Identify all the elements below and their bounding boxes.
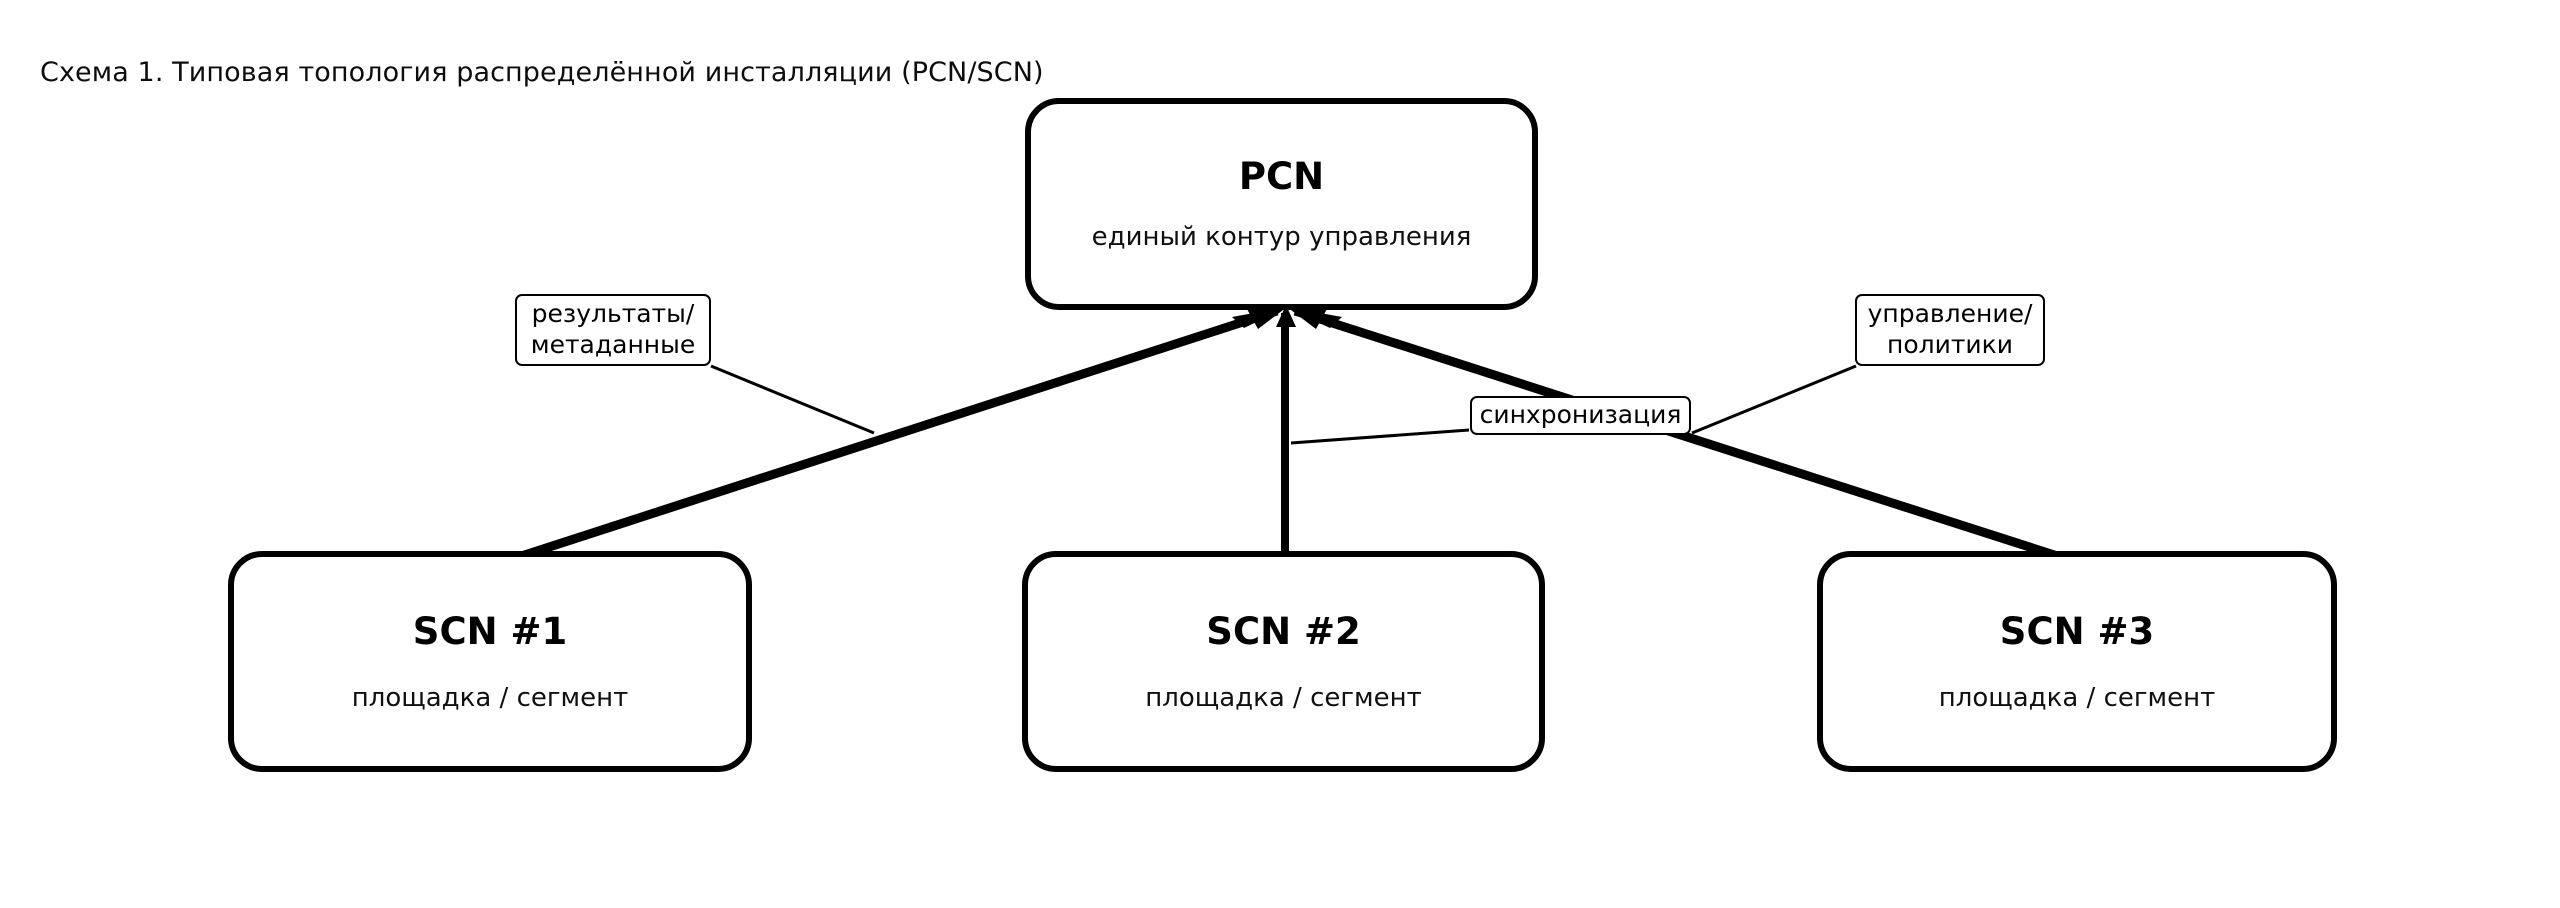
node-scn3-title: SCN #3 — [1999, 609, 2155, 653]
leader-sync-label — [1290, 428, 1470, 445]
node-scn1[interactable]: SCN #1 площадка / сегмент — [228, 551, 752, 772]
node-scn2-subtitle: площадка / сегмент — [1145, 682, 1422, 713]
leader-results-label — [710, 364, 875, 435]
edge-label-synchronization: синхронизация — [1470, 396, 1691, 435]
node-scn3-subtitle: площадка / сегмент — [1938, 682, 2216, 713]
edge-label-management-policies: управление/ политики — [1855, 294, 2045, 366]
node-scn2[interactable]: SCN #2 площадка / сегмент — [1022, 551, 1545, 772]
edge-label-results-metadata: результаты/ метаданные — [515, 294, 711, 366]
node-scn1-subtitle: площадка / сегмент — [351, 682, 629, 713]
leader-policies-label — [1691, 364, 1857, 435]
node-scn1-title: SCN #1 — [412, 609, 568, 653]
node-pcn-subtitle: единый контур управления — [1091, 222, 1472, 252]
node-pcn[interactable]: PCN единый контур управления — [1025, 98, 1538, 310]
node-scn3[interactable]: SCN #3 площадка / сегмент — [1817, 551, 2337, 772]
node-pcn-title: PCN — [1238, 155, 1325, 198]
diagram-title: Схема 1. Типовая топология распределённо… — [40, 57, 1044, 88]
node-scn2-title: SCN #2 — [1206, 609, 1361, 653]
edge-scn2-to-pcn — [1276, 305, 1296, 553]
